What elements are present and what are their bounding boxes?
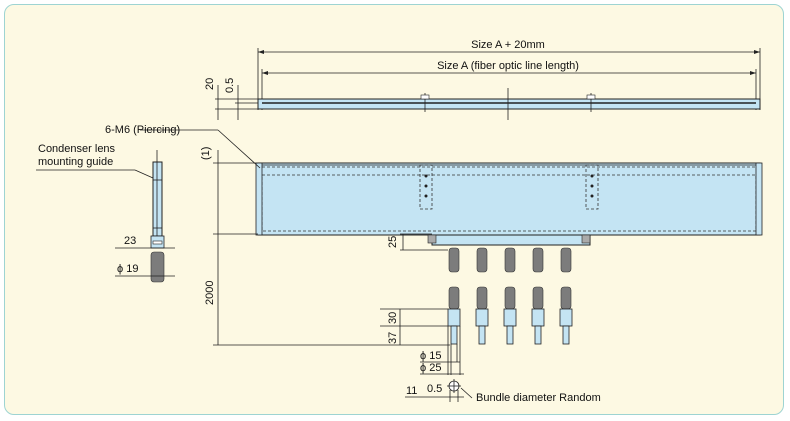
side-body [152, 161, 163, 237]
bundle-diameter-label: Bundle diameter Random [476, 392, 601, 404]
dim-30-label: 30 [387, 312, 399, 324]
fiber-heads [447, 247, 573, 345]
dim-0-5-bottom-label: 0.5 [427, 383, 442, 395]
fiber-head [559, 247, 573, 345]
dim-0-5-top-label: 0.5 [224, 78, 236, 93]
dim-25-label: 25 [387, 236, 399, 248]
fiber-head [503, 247, 517, 345]
top-bar [257, 98, 761, 110]
size-a-label: Size A (fiber optic line length) [437, 60, 579, 72]
condenser-label-line1: Condenser lens [38, 143, 116, 155]
connector-bar [431, 234, 591, 246]
side-view: Condenser lens mounting guide 23 ϕ 19 [36, 143, 175, 283]
dim-20-label: 20 [204, 78, 216, 90]
side-spring [150, 251, 165, 283]
dim-11-label: 11 [406, 385, 417, 397]
dim-phi15-label: ϕ 15 [420, 350, 441, 362]
dim-phi25-label: ϕ 25 [420, 362, 441, 374]
dim-phi19-label: ϕ 19 [117, 263, 138, 275]
piercing-label: 6-M6 (Piercing) [105, 124, 180, 136]
dim-23-label: 23 [124, 235, 136, 247]
front-view: (1) 6-M6 (Piercing) 25 [105, 124, 763, 404]
dim-2000-label: 2000 [204, 281, 216, 305]
dim-1-label: (1) [200, 147, 212, 160]
dim-37-label: 37 [387, 332, 399, 344]
size-a-plus-20-label: Size A + 20mm [471, 39, 545, 51]
top-view: 20 0.5 Size A + 20mm Size A (fiber optic… [204, 39, 761, 120]
fiber-head [475, 247, 489, 345]
main-body [257, 162, 761, 236]
condenser-label-line2: mounting guide [38, 156, 113, 168]
fiber-head [531, 247, 545, 345]
fiber-head [447, 247, 461, 345]
